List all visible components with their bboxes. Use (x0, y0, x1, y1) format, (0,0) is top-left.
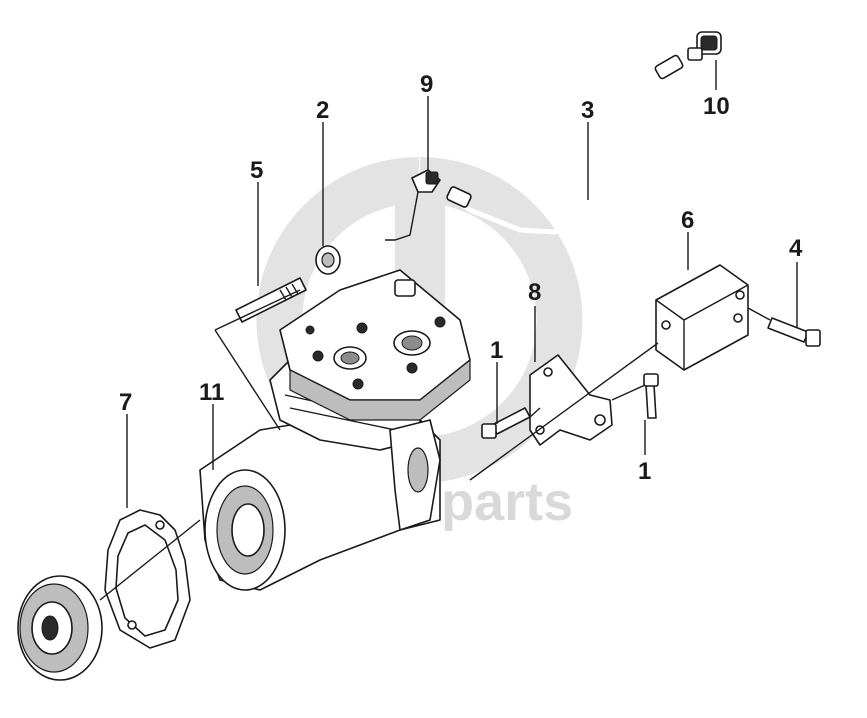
callout-9: 9 (420, 71, 433, 98)
part-7-gasket (104, 509, 191, 649)
callout-8: 8 (528, 279, 541, 306)
callout-7: 7 (119, 389, 132, 416)
part-11-compressor (199, 269, 471, 591)
callout-1-upper: 1 (490, 337, 503, 364)
part-3-pipe (446, 54, 713, 235)
callout-1-lower: 1 (638, 458, 651, 485)
part-6-block (655, 264, 749, 371)
callout-6: 6 (681, 207, 694, 234)
callout-11: 11 (199, 379, 224, 406)
part-1-bolt-right (643, 373, 659, 419)
part-8-bracket (529, 354, 613, 446)
callout-3: 3 (581, 97, 594, 124)
part-2-nut (315, 245, 341, 275)
part-4-bolt (767, 317, 821, 347)
part-10-fitting (687, 31, 722, 61)
part-9-fitting (385, 169, 441, 241)
leader-lines (99, 60, 798, 601)
callout-2: 2 (316, 97, 329, 124)
callouts: 9 2 3 10 5 6 4 8 1 7 11 1 (119, 71, 803, 485)
callout-5: 5 (250, 157, 263, 184)
callout-4: 4 (789, 235, 803, 262)
gear (17, 575, 103, 681)
callout-10: 10 (703, 93, 730, 120)
